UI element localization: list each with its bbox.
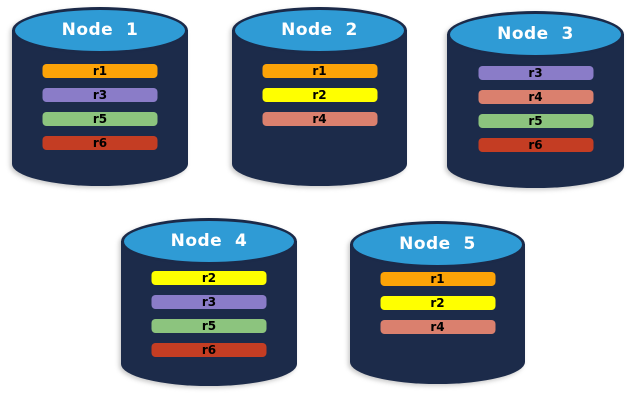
cylinder-top: Node 4	[121, 218, 297, 265]
cylinder-body	[232, 30, 407, 186]
replica-bar: r3	[478, 66, 593, 80]
replica-bar: r2	[262, 88, 377, 102]
replica-bar: r1	[262, 64, 377, 78]
replica-bar: r5	[151, 319, 267, 333]
replica-bar: r6	[151, 343, 267, 357]
cylinder-top: Node 3	[447, 11, 624, 58]
cylinder-body	[12, 30, 188, 186]
replica-bar: r4	[478, 90, 593, 104]
replica-bar: r3	[42, 88, 158, 102]
node-title: Node 1	[61, 19, 139, 40]
replica-bar: r4	[262, 112, 377, 126]
cylinder-top: Node 5	[350, 221, 525, 268]
replica-bar: r6	[42, 136, 158, 150]
replica-list: r1 r3 r5 r6	[42, 64, 158, 150]
replica-bar: r6	[478, 138, 593, 152]
replica-bar: r5	[478, 114, 593, 128]
cylinder-body	[121, 241, 297, 386]
node-title: Node 2	[281, 19, 358, 40]
replica-bar: r3	[151, 295, 267, 309]
node-5: Node 5 r1 r2 r4	[350, 221, 525, 384]
replica-bar: r4	[380, 320, 495, 334]
replica-list: r3 r4 r5 r6	[478, 66, 593, 152]
node-title: Node 3	[497, 23, 574, 44]
replica-list: r1 r2 r4	[380, 272, 495, 334]
node-4: Node 4 r2 r3 r5 r6	[121, 218, 297, 386]
cylinder-top: Node 2	[232, 7, 407, 54]
cylinder-body	[447, 34, 624, 188]
replica-bar: r2	[151, 271, 267, 285]
node-3: Node 3 r3 r4 r5 r6	[447, 11, 624, 188]
replica-bar: r2	[380, 296, 495, 310]
node-title: Node 5	[399, 233, 476, 254]
node-title: Node 4	[170, 230, 248, 251]
cylinder-top: Node 1	[12, 7, 188, 54]
replica-bar: r1	[42, 64, 158, 78]
node-1: Node 1 r1 r3 r5 r6	[12, 7, 188, 186]
replica-list: r1 r2 r4	[262, 64, 377, 126]
replica-bar: r5	[42, 112, 158, 126]
replica-bar: r1	[380, 272, 495, 286]
node-2: Node 2 r1 r2 r4	[232, 7, 407, 186]
replica-list: r2 r3 r5 r6	[151, 271, 267, 357]
